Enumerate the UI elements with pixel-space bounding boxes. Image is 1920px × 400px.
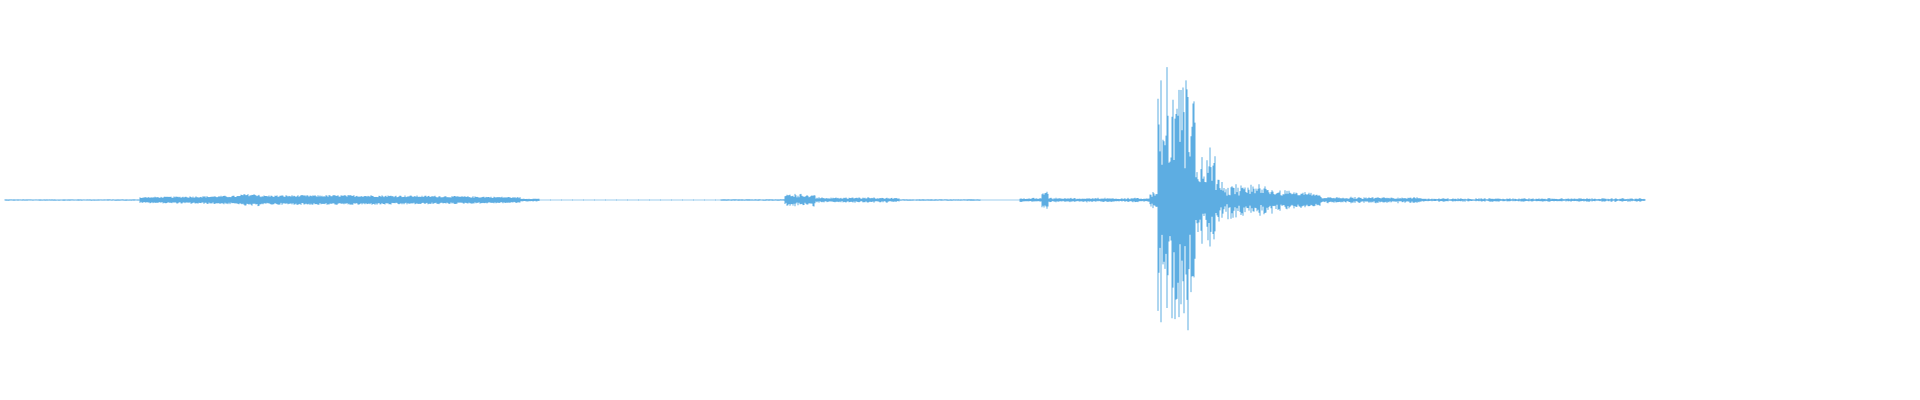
- waveform-samples: [4, 67, 1646, 331]
